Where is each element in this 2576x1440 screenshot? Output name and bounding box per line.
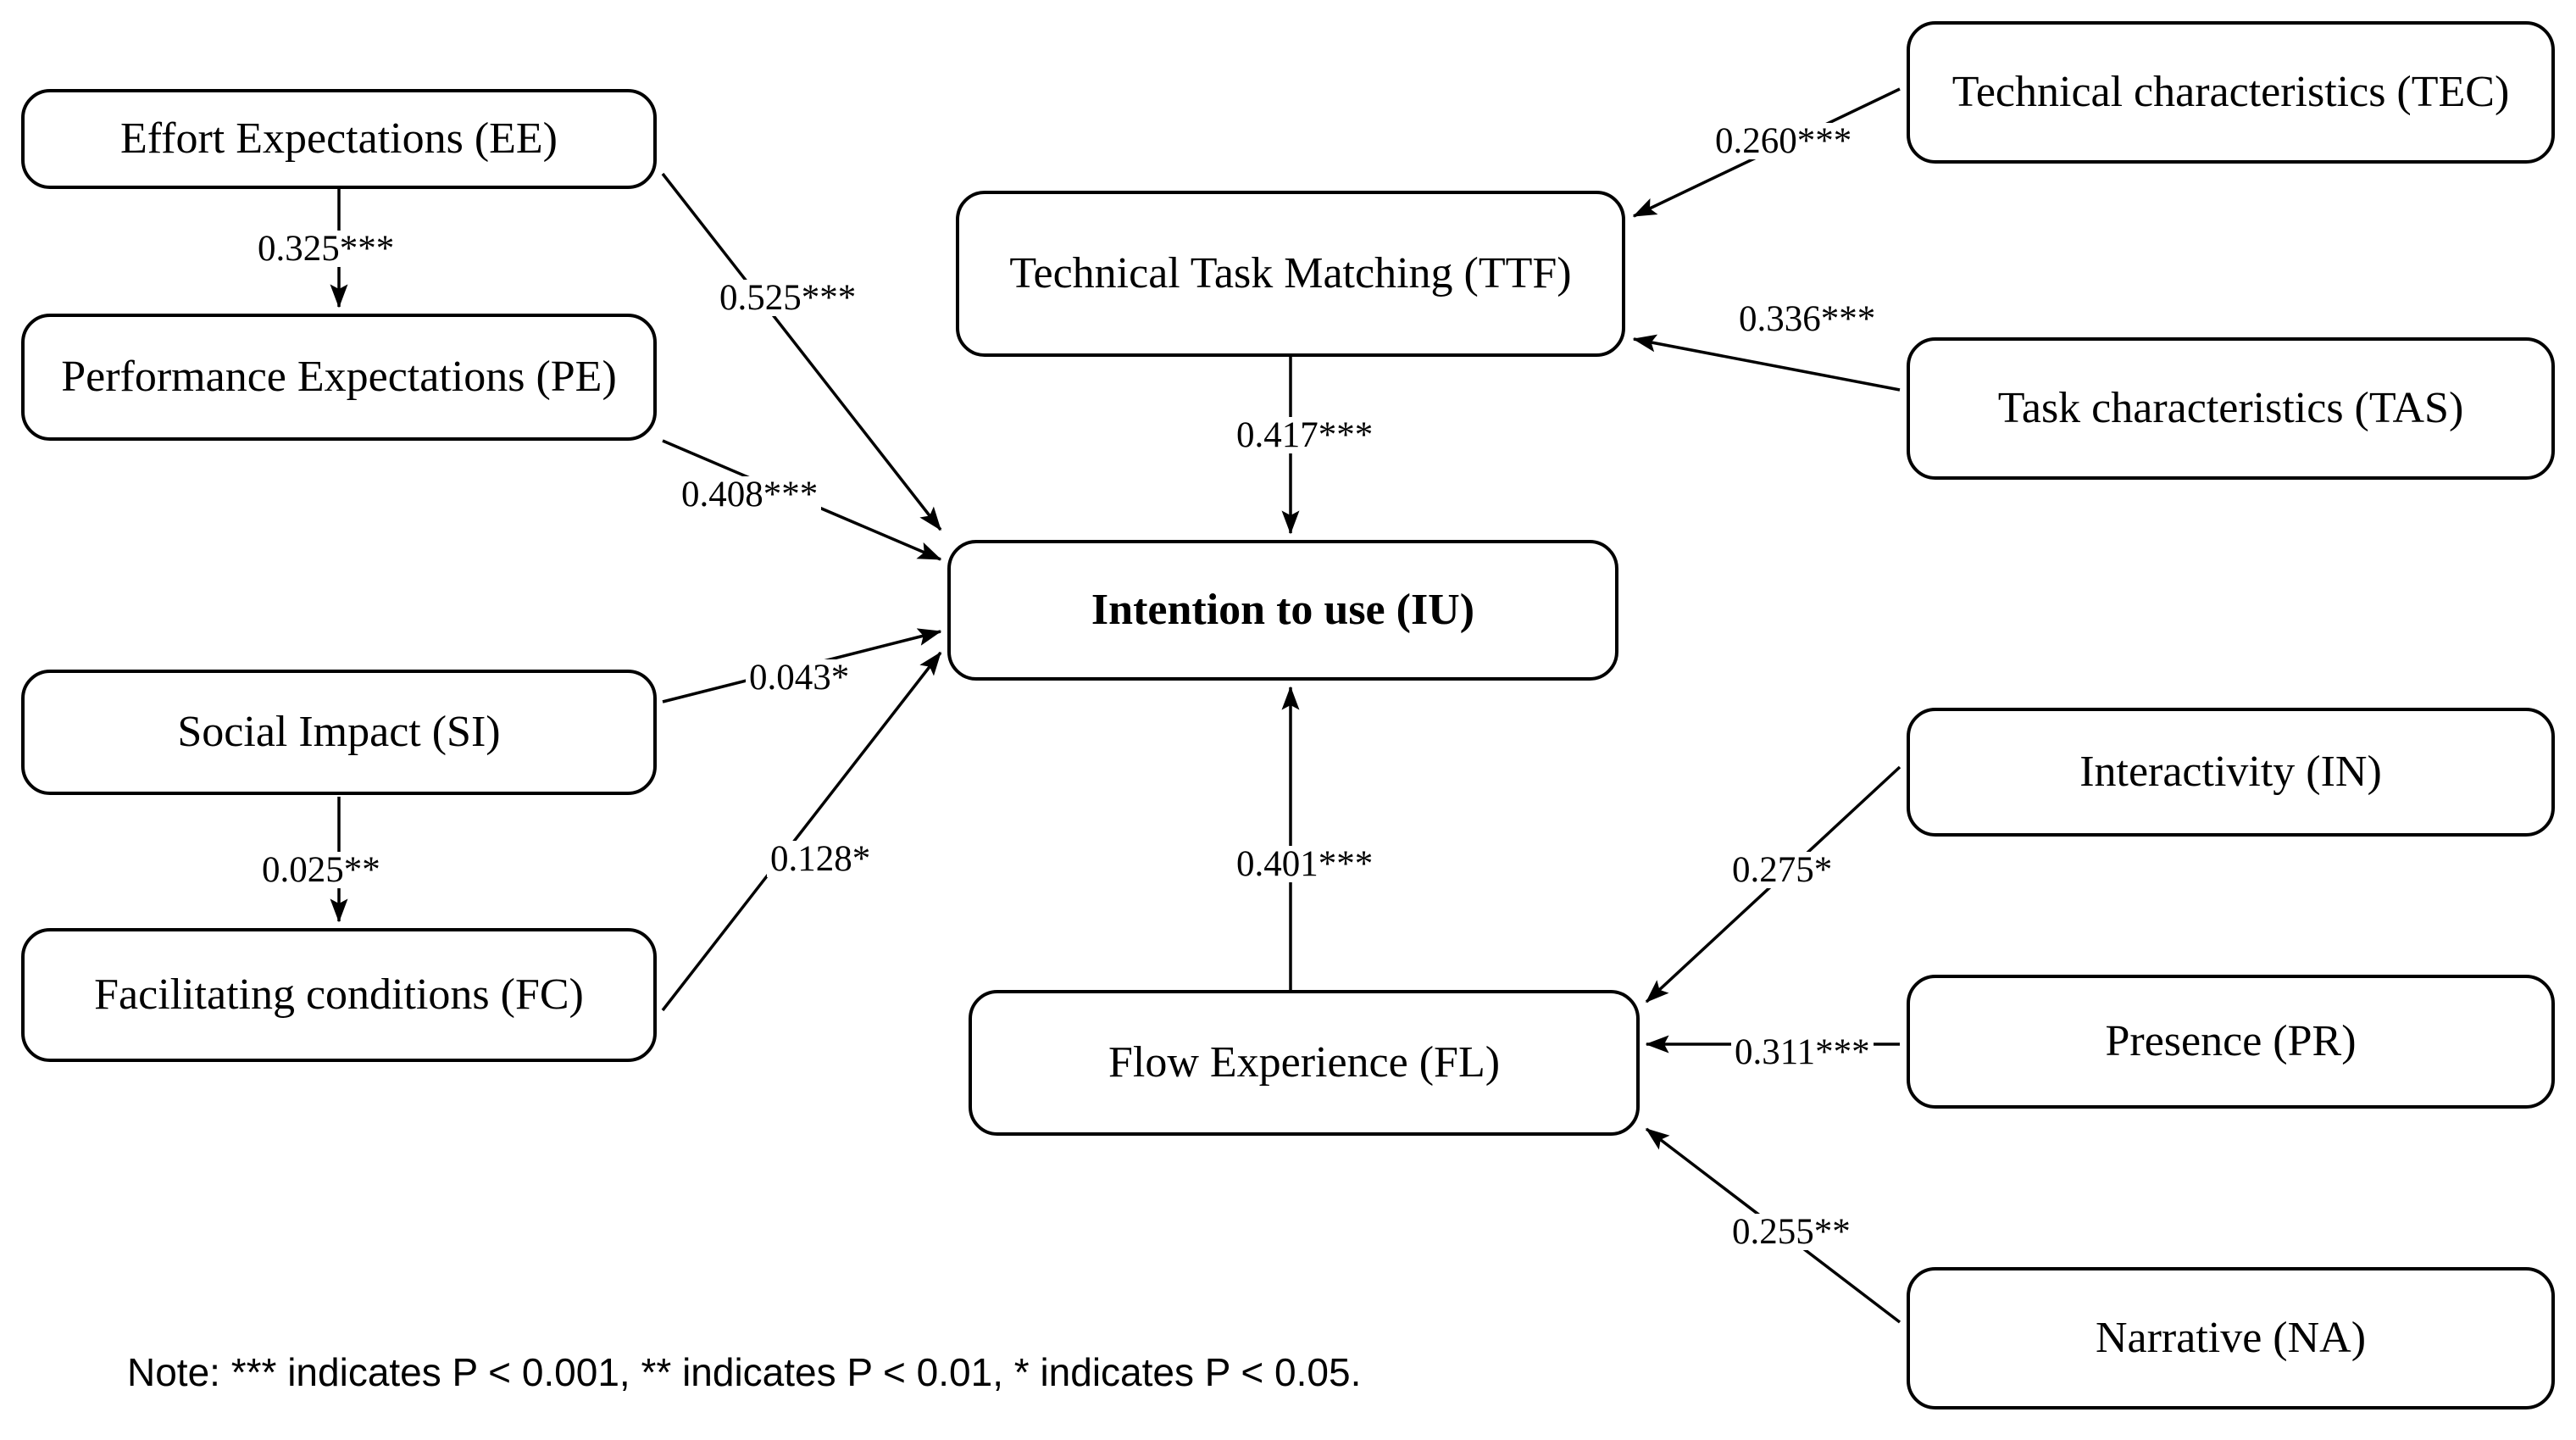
node-label: Effort Expectations (EE) bbox=[120, 114, 558, 164]
node-na[interactable]: Narrative (NA) bbox=[1907, 1267, 2555, 1409]
edge-label-pr-fl: 0.311*** bbox=[1731, 1034, 1874, 1070]
edge-label-na-fl: 0.255** bbox=[1729, 1214, 1854, 1250]
node-label: Interactivity (IN) bbox=[2079, 748, 2382, 797]
node-label: Facilitating conditions (FC) bbox=[94, 970, 584, 1020]
node-ee[interactable]: Effort Expectations (EE) bbox=[21, 89, 657, 189]
edge-label-ttf-iu: 0.417*** bbox=[1233, 417, 1377, 453]
node-fl[interactable]: Flow Experience (FL) bbox=[969, 990, 1640, 1136]
edge-label-si-iu: 0.043* bbox=[746, 659, 853, 696]
edge-label-fl-iu: 0.401*** bbox=[1233, 846, 1377, 882]
edge-label-si-fc: 0.025** bbox=[258, 852, 384, 888]
node-label: Intention to use (IU) bbox=[1091, 586, 1475, 635]
node-pe[interactable]: Performance Expectations (PE) bbox=[21, 314, 657, 441]
node-si[interactable]: Social Impact (SI) bbox=[21, 670, 657, 795]
edge-tas-ttf bbox=[1632, 334, 1901, 392]
significance-note: Note: *** indicates P < 0.001, ** indica… bbox=[127, 1350, 1362, 1394]
edge-label-tas-ttf: 0.336*** bbox=[1735, 301, 1879, 337]
node-tec[interactable]: Technical characteristics (TEC) bbox=[1907, 21, 2555, 164]
node-label: Technical Task Matching (TTF) bbox=[1009, 249, 1572, 298]
edge-label-ee-pe: 0.325*** bbox=[254, 231, 398, 267]
node-iu[interactable]: Intention to use (IU) bbox=[947, 540, 1618, 681]
edge-label-fc-iu: 0.128* bbox=[767, 841, 874, 877]
node-label: Flow Experience (FL) bbox=[1108, 1038, 1501, 1087]
node-ttf[interactable]: Technical Task Matching (TTF) bbox=[956, 191, 1625, 357]
edge-fc-iu bbox=[661, 651, 942, 1012]
node-label: Presence (PR) bbox=[2105, 1017, 2357, 1066]
edge-label-pe-iu: 0.408*** bbox=[678, 476, 822, 513]
node-label: Social Impact (SI) bbox=[177, 708, 501, 757]
node-tas[interactable]: Task characteristics (TAS) bbox=[1907, 337, 2555, 480]
edge-label-ee-iu: 0.525*** bbox=[716, 280, 860, 316]
node-pr[interactable]: Presence (PR) bbox=[1907, 975, 2555, 1109]
node-label: Task characteristics (TAS) bbox=[1997, 384, 2464, 433]
node-label: Technical characteristics (TEC) bbox=[1951, 68, 2510, 117]
node-in[interactable]: Interactivity (IN) bbox=[1907, 708, 2555, 837]
node-label: Performance Expectations (PE) bbox=[61, 353, 617, 402]
edge-label-in-fl: 0.275* bbox=[1729, 852, 1836, 888]
node-label: Narrative (NA) bbox=[2095, 1314, 2367, 1363]
edge-label-tec-ttf: 0.260*** bbox=[1712, 123, 1856, 159]
node-fc[interactable]: Facilitating conditions (FC) bbox=[21, 928, 657, 1062]
